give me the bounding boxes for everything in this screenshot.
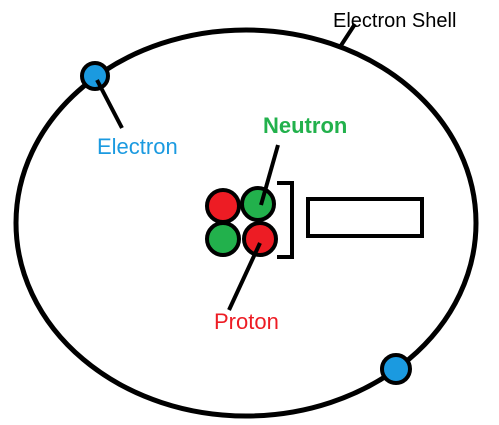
electron-leader-line: [95, 79, 124, 129]
electron-shell-orbit: [13, 27, 479, 419]
shell-leader-line: [338, 22, 357, 49]
electron-bottom-right: [380, 353, 412, 385]
proton-top-left: [205, 188, 241, 224]
electron-top-left: [80, 61, 110, 91]
neutron-top-right: [240, 186, 276, 222]
electron-shell-label: Electron Shell: [333, 10, 456, 32]
nucleus-label-box: [306, 197, 424, 238]
neutron-bottom-left: [205, 221, 241, 257]
proton-leader-line: [227, 242, 262, 311]
neutron-label: Neutron: [263, 113, 347, 138]
electron-label: Electron: [97, 134, 178, 159]
neutron-leader-line: [259, 144, 280, 206]
proton-label: Proton: [214, 309, 279, 334]
proton-bottom-right: [242, 221, 278, 257]
nucleus-bracket: [277, 181, 294, 259]
